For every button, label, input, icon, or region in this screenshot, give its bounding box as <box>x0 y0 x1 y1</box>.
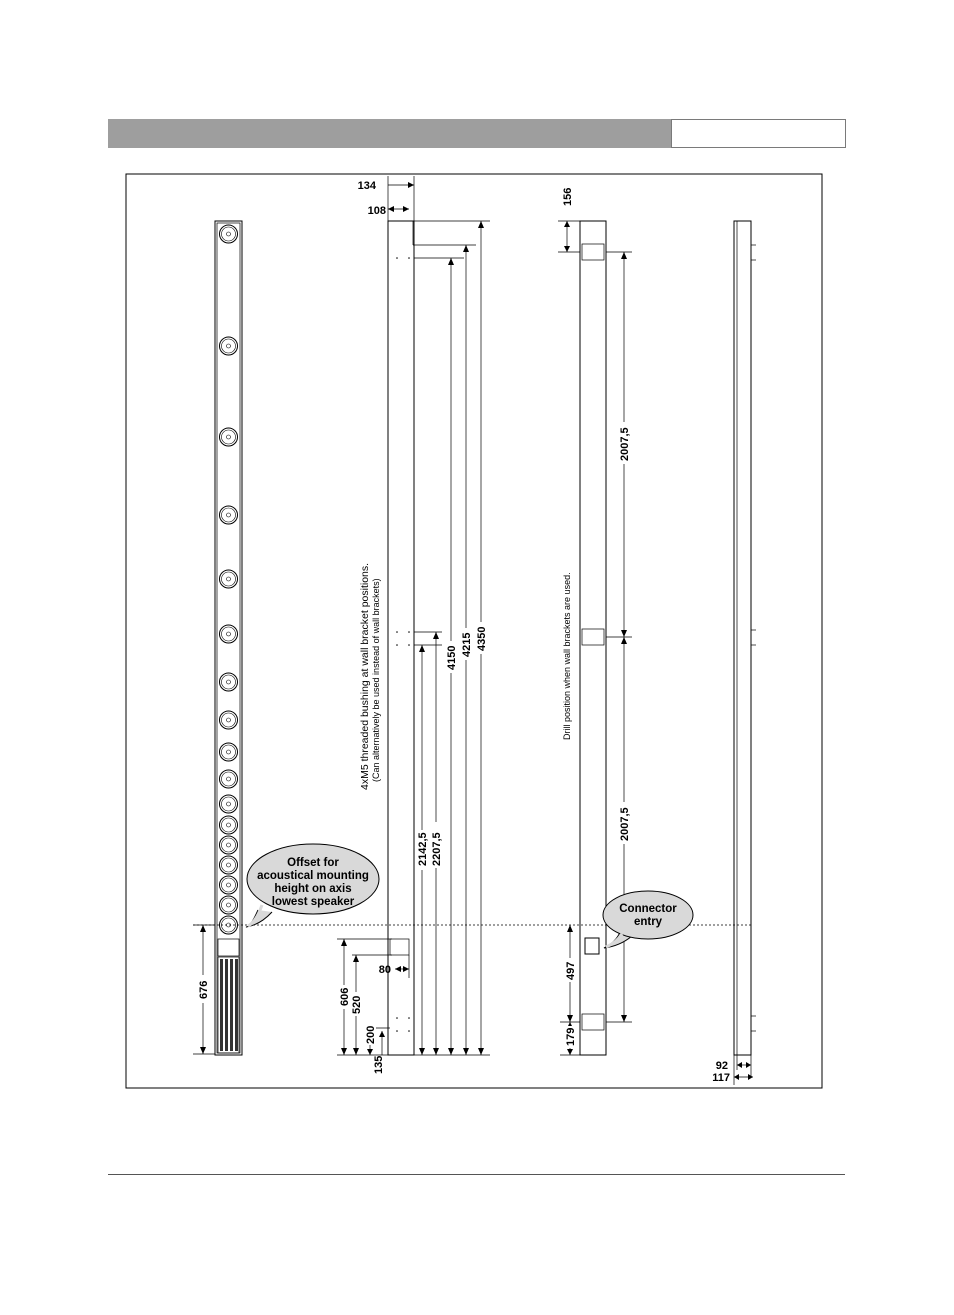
dim-4350-label: 4350 <box>476 627 488 651</box>
speaker-driver <box>219 794 238 814</box>
speaker-driver <box>219 710 238 730</box>
dim-2207-5-label: 2207,5 <box>431 832 443 866</box>
offset-callout: Offset for acoustical mounting height on… <box>245 843 380 928</box>
speaker-driver <box>219 624 238 644</box>
dim-520-label: 520 <box>351 996 363 1014</box>
drill-position-note: Drill position when wall brackets are us… <box>562 572 572 740</box>
edge-view <box>733 220 756 1056</box>
footer-rule <box>108 1174 845 1175</box>
speaker-driver <box>219 569 238 589</box>
dim-676: 676 <box>193 924 215 1055</box>
dim-92-117: 92 117 <box>712 1055 753 1085</box>
dim-117-label: 117 <box>712 1072 730 1084</box>
connector-callout-line1: Connector <box>619 903 677 915</box>
speaker-driver <box>219 895 238 915</box>
offset-callout-line3: height on axis <box>274 883 351 895</box>
dim-92-label: 92 <box>716 1060 728 1072</box>
speaker-group <box>219 224 238 935</box>
speaker-driver <box>219 224 238 244</box>
connector-callout: Connector entry <box>602 890 694 949</box>
grille-top <box>217 938 240 957</box>
dim-4150-label: 4150 <box>446 646 458 670</box>
dim-497-label: 497 <box>565 962 577 980</box>
bracket-top <box>581 243 605 261</box>
dim-200-label: 200 <box>365 1026 377 1044</box>
drawing-frame <box>125 173 823 1089</box>
speaker-driver <box>219 835 238 855</box>
dim-long-verticals: 2142,5 2207,5 4150 4215 4350 <box>414 220 490 1056</box>
bushing-note-line1: 4xM5 threaded bushing at wall bracket po… <box>359 563 371 790</box>
grille-slots <box>220 959 238 1051</box>
offset-callout-line4: lowest speaker <box>272 896 355 908</box>
dim-606-label: 606 <box>339 988 351 1006</box>
offset-callout-line1: Offset for <box>287 857 339 869</box>
bushing-note-line2: (Can alternatively be used instead of wa… <box>371 578 381 782</box>
dim-134-label: 134 <box>358 180 377 192</box>
dim-134: 134 <box>358 176 415 221</box>
speaker-driver <box>219 769 238 789</box>
dim-2007-5: 2007,5 2007,5 <box>606 251 632 1023</box>
dim-156-label: 156 <box>562 188 574 206</box>
bracket-middle <box>581 628 605 646</box>
speaker-driver <box>219 815 238 835</box>
dim-156: 156 <box>558 188 580 253</box>
grille <box>217 956 240 1054</box>
dim-676-label: 676 <box>198 981 210 999</box>
dim-135-label: 135 <box>373 1056 385 1074</box>
dim-606-520-200-135: 606 520 200 135 <box>337 938 392 1074</box>
speaker-driver <box>219 742 238 762</box>
dim-80: 80 <box>379 955 410 978</box>
connector-box <box>584 937 600 955</box>
side-view <box>387 220 476 1056</box>
dim-2007-5-top-label: 2007,5 <box>619 427 631 461</box>
dim-108-label: 108 <box>368 205 386 217</box>
bracket-bottom <box>581 1013 605 1031</box>
dim-497-179: 497 179 <box>560 925 580 1056</box>
speaker-driver <box>219 875 238 895</box>
speaker-driver <box>219 672 238 692</box>
dim-108: 108 <box>368 205 409 217</box>
speaker-driver <box>219 505 238 525</box>
dim-179-label: 179 <box>565 1028 577 1046</box>
side-connector-box <box>389 938 410 956</box>
dim-80-label: 80 <box>379 964 391 976</box>
back-view <box>579 220 607 1056</box>
dim-2007-5-bottom-label: 2007,5 <box>619 807 631 841</box>
front-view <box>214 220 243 1056</box>
connector-callout-line2: entry <box>634 916 663 928</box>
speaker-driver <box>219 336 238 356</box>
header-bar <box>108 119 671 148</box>
header-title-box <box>671 119 846 148</box>
speaker-driver <box>219 855 238 875</box>
speaker-driver <box>219 427 238 447</box>
dim-2142-5-label: 2142,5 <box>417 832 429 866</box>
offset-callout-line2: acoustical mounting <box>257 870 369 882</box>
dim-4215-label: 4215 <box>461 633 473 657</box>
